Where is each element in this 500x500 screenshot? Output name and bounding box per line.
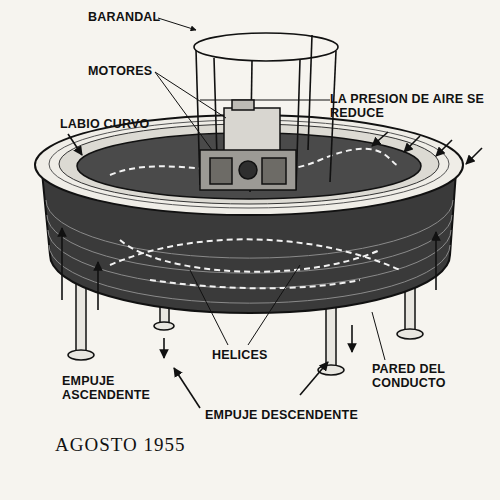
duct-wall-part: [48, 230, 451, 288]
force-arrows: [62, 132, 482, 408]
force-arrows-part: [163, 338, 165, 358]
motors-part: [210, 158, 232, 184]
railing-part: [308, 35, 312, 150]
part-label: EMPUJE DESCENDENTE: [205, 408, 385, 422]
railing-part: [194, 33, 338, 61]
force-arrows-part: [300, 362, 328, 395]
leader-lines-part: [372, 312, 385, 360]
force-arrows-part: [435, 232, 437, 290]
duct-wall-part: [47, 215, 452, 273]
motors-part: [262, 158, 286, 184]
duct-wall-part: [150, 280, 360, 288]
motors: [200, 100, 296, 190]
part-label: BARANDAL: [88, 10, 168, 24]
force-arrows-part: [372, 132, 388, 146]
duct-wall-part: [49, 245, 450, 303]
motors-part: [232, 100, 254, 110]
part-label: HELICES: [212, 348, 292, 362]
date-caption: AGOSTO 1955: [55, 434, 185, 456]
force-arrows-part: [174, 368, 200, 408]
force-arrows-part: [351, 325, 353, 352]
leader-lines-part: [155, 72, 226, 118]
force-arrows-part: [436, 140, 452, 156]
legs-part: [154, 322, 174, 330]
part-label: EMPUJE ASCENDENTE: [62, 374, 157, 403]
force-arrows-part: [61, 228, 63, 300]
leader-lines-part: [158, 18, 196, 30]
force-arrows-part: [68, 134, 82, 155]
part-label: PARED DEL CONDUCTO: [372, 362, 467, 391]
motors-part: [224, 108, 280, 152]
duct-wall-part: [120, 240, 380, 272]
leader-lines-part: [155, 72, 212, 150]
part-label: LA PRESION DE AIRE SE REDUCE: [330, 92, 490, 121]
motors-part: [200, 150, 296, 190]
force-arrows-part: [466, 148, 482, 164]
part-label: LABIO CURVO: [60, 117, 170, 131]
railing: [194, 33, 338, 192]
legs-part: [68, 350, 94, 360]
legs-part: [397, 329, 423, 339]
leader-lines-part: [190, 270, 228, 345]
force-arrows-part: [404, 136, 420, 152]
leader-lines: [155, 18, 385, 360]
part-label: MOTORES: [88, 64, 168, 78]
duct-wall-part: [110, 239, 400, 270]
railing-part: [200, 100, 330, 101]
force-arrows-part: [97, 262, 99, 310]
motors-part: [239, 161, 257, 179]
leader-lines-part: [248, 265, 300, 345]
